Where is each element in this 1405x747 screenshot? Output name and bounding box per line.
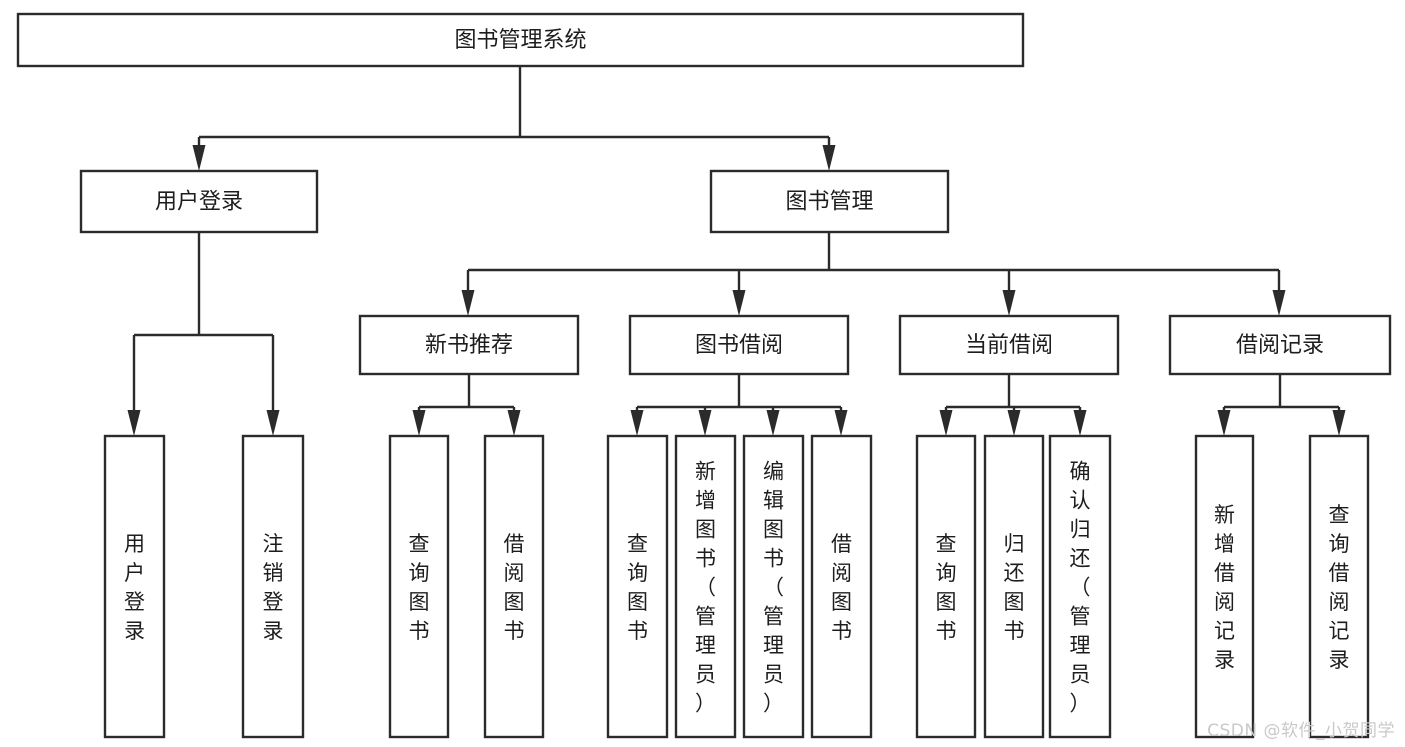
node-box[interactable] [1048,434,1112,739]
node-leaf-borrow-book-2[interactable]: 借阅图书 [810,434,873,739]
node-leaf-user-login[interactable]: 用户登录 [103,434,166,739]
node-leaf-logout[interactable]: 注销登录 [241,434,305,739]
arrow-head-icon [266,410,280,436]
arrow-head-icon [1272,290,1286,316]
node-borrow-record[interactable]: 借阅记录 [1168,314,1392,376]
node-leaf-borrow-book-1[interactable]: 借阅图书 [483,434,545,739]
node-book-manage[interactable]: 图书管理 [709,169,950,234]
node-book-borrow[interactable]: 图书借阅 [628,314,850,376]
node-leaf-query-record[interactable]: 查询借阅记录 [1308,434,1370,739]
arrow-head-icon [698,410,712,436]
arrow-head-icon [1073,410,1087,436]
arrow-head-icon [192,145,206,171]
node-label: 图书借阅 [695,333,783,358]
node-label: 归还图书 [1004,532,1025,643]
node-leaf-add-record[interactable]: 新增借阅记录 [1194,434,1255,739]
node-label: 查询图书 [627,532,648,643]
node-leaf-edit-book[interactable]: 编辑图书（管理员） [742,434,805,739]
arrow-head-icon [461,290,475,316]
arrow-head-icon [1002,290,1016,316]
node-box[interactable] [358,314,580,376]
node-label: 编辑图书（管理员） [763,460,784,716]
node-leaf-return-book[interactable]: 归还图书 [983,434,1045,739]
node-box[interactable] [709,169,950,234]
node-boxes-layer: 图书管理系统用户登录图书管理新书推荐图书借阅当前借阅借阅记录用户登录注销登录查询… [16,12,1392,739]
connector-group-new-book-rec-children [412,374,521,436]
arrow-head-icon [939,410,953,436]
node-label: 查询借阅记录 [1329,503,1350,672]
node-leaf-query-book-3[interactable]: 查询图书 [915,434,977,739]
node-box[interactable] [241,434,305,739]
node-leaf-add-book[interactable]: 新增图书（管理员） [674,434,737,739]
node-label: 借阅图书 [831,532,852,643]
node-box[interactable] [983,434,1045,739]
arrow-head-icon [1332,410,1346,436]
node-box[interactable] [628,314,850,376]
arrow-head-icon [630,410,644,436]
node-label: 新增图书（管理员） [695,460,716,716]
node-box[interactable] [1194,434,1255,739]
node-label: 用户登录 [124,532,145,643]
node-box[interactable] [16,12,1025,68]
node-box[interactable] [898,314,1120,376]
node-leaf-confirm-return[interactable]: 确认归还（管理员） [1048,434,1112,739]
node-box[interactable] [483,434,545,739]
node-label: 借阅记录 [1236,333,1324,358]
node-label: 图书管理系统 [454,28,586,53]
node-label: 注销登录 [263,532,284,643]
node-leaf-query-book-1[interactable]: 查询图书 [388,434,450,739]
arrow-head-icon [822,145,836,171]
arrow-head-icon [412,410,426,436]
node-new-book-rec[interactable]: 新书推荐 [358,314,580,376]
arrow-head-icon [1007,410,1021,436]
node-box[interactable] [742,434,805,739]
node-label: 查询图书 [936,532,957,643]
node-leaf-query-book-2[interactable]: 查询图书 [606,434,669,739]
connector-group-book-borrow-children [630,374,848,436]
node-label: 当前借阅 [965,333,1053,358]
arrow-head-icon [732,290,746,316]
connector-lines-layer [127,66,1346,436]
node-label: 用户登录 [155,190,243,215]
node-box[interactable] [606,434,669,739]
node-box[interactable] [388,434,450,739]
arrow-head-icon [766,410,780,436]
node-box[interactable] [674,434,737,739]
node-label: 查询图书 [409,532,430,643]
node-box[interactable] [79,169,319,234]
arrow-head-icon [1217,410,1231,436]
node-user-login[interactable]: 用户登录 [79,169,319,234]
arrow-head-icon [507,410,521,436]
connector-group-book-manage-children [461,232,1286,316]
connector-group-borrow-record-children [1217,374,1346,436]
node-box[interactable] [915,434,977,739]
node-box[interactable] [810,434,873,739]
node-box[interactable] [1168,314,1392,376]
node-label: 新增借阅记录 [1214,503,1235,672]
connector-group-user-login-children [127,232,280,436]
node-label: 新书推荐 [425,333,513,358]
node-box[interactable] [1308,434,1370,739]
arrow-head-icon [834,410,848,436]
connector-group-current-borrow-children [939,374,1087,436]
node-label: 图书管理 [785,190,873,215]
node-label: 借阅图书 [504,532,525,643]
node-current-borrow[interactable]: 当前借阅 [898,314,1120,376]
arrow-head-icon [127,410,141,436]
node-root[interactable]: 图书管理系统 [16,12,1025,68]
node-label: 确认归还（管理员） [1070,460,1091,716]
node-box[interactable] [103,434,166,739]
connector-group-root-children [192,66,836,171]
